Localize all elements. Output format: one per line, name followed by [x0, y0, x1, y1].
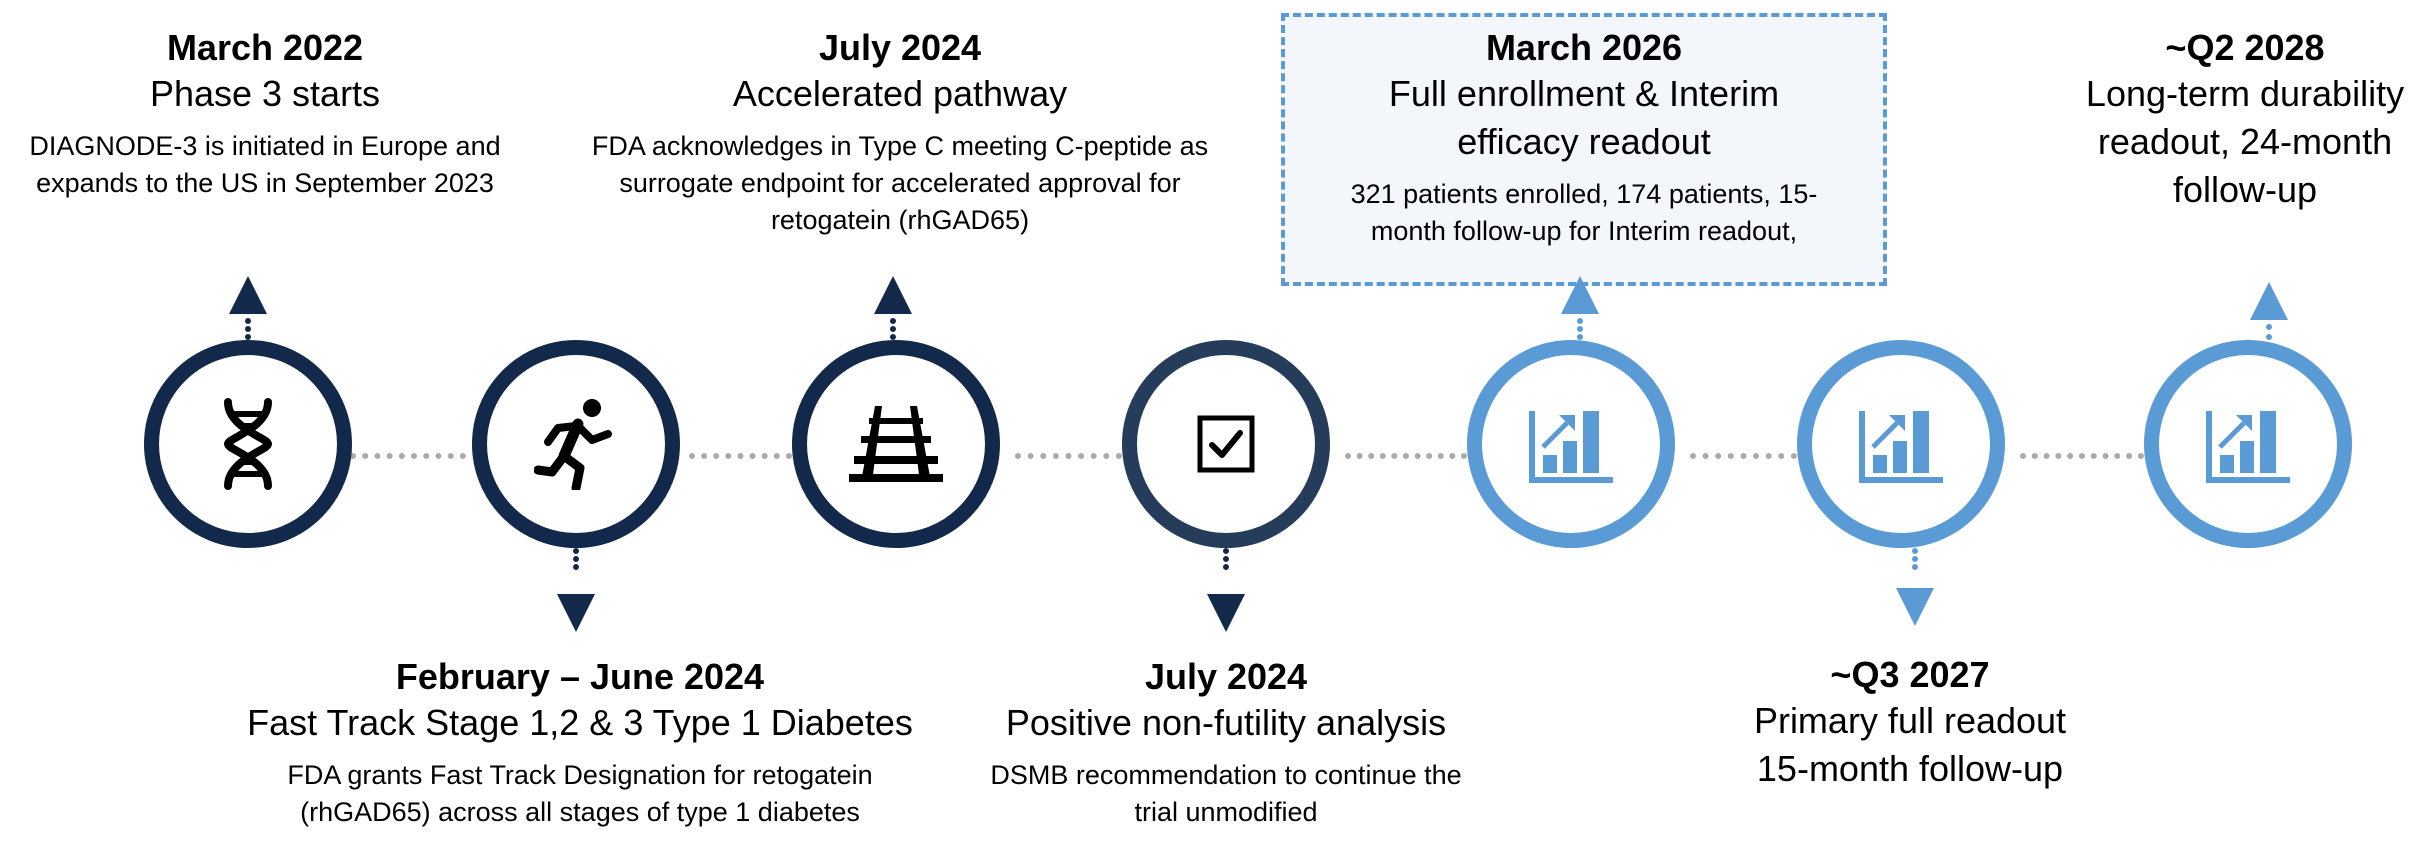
milestone-label-fast-track: February – June 2024 Fast Track Stage 1,… [220, 655, 940, 831]
milestone-node-primary-readout [1797, 340, 2005, 548]
milestone-title: Long-term durability readout, 24-month f… [2085, 73, 2405, 210]
timeline-stem [1577, 318, 1583, 340]
milestone-date: March 2022 [166, 27, 364, 68]
milestone-label-durability: ~Q2 2028 Long-term durability readout, 2… [2063, 26, 2427, 214]
timeline-stem [1223, 548, 1229, 570]
timeline-connector [1345, 453, 1467, 459]
milestone-label-interim: March 2026 Full enrollment & Interim eff… [1285, 26, 1883, 250]
timeline-stem [890, 318, 896, 340]
milestone-title: Fast Track Stage 1,2 & 3 Type 1 Diabetes [247, 702, 913, 743]
milestone-title: Full enrollment & Interim efficacy reado… [1388, 73, 1780, 162]
arrow-up-icon [1561, 276, 1599, 314]
milestone-description: DSMB recommendation to continue the tria… [990, 760, 1462, 827]
running-person-icon [534, 399, 612, 490]
milestone-label-phase3: March 2022 Phase 3 starts DIAGNODE-3 is … [0, 26, 530, 202]
milestone-description: FDA acknowledges in Type C meeting C-pep… [591, 131, 1209, 235]
growth-chart-icon [1529, 411, 1613, 483]
growth-chart-icon [1859, 411, 1943, 483]
milestone-date: July 2024 [1144, 656, 1308, 697]
milestone-description: DIAGNODE-3 is initiated in Europe and ex… [29, 131, 501, 198]
milestone-node-fast-track [472, 340, 680, 548]
milestone-node-phase3 [144, 340, 352, 548]
arrow-up-icon [229, 276, 267, 314]
milestone-label-non-futility: July 2024 Positive non-futility analysis… [976, 655, 1476, 831]
milestone-description: FDA grants Fast Track Designation for re… [287, 760, 873, 827]
milestone-node-accelerated [792, 340, 1000, 548]
timeline-connector [689, 453, 792, 459]
dna-icon [223, 398, 273, 490]
interim-readout-highlight-box [1281, 13, 1887, 286]
timeline-connector [1690, 453, 1797, 459]
milestone-title: Phase 3 starts [149, 73, 381, 114]
railway-track-icon [849, 406, 943, 482]
timeline-stem [2266, 324, 2272, 340]
arrow-up-icon [874, 276, 912, 314]
timeline-stem [245, 318, 251, 340]
timeline-stem [1912, 548, 1918, 570]
milestone-date: July 2024 [818, 27, 982, 68]
milestone-label-accelerated: July 2024 Accelerated pathway FDA acknow… [580, 26, 1220, 239]
growth-chart-icon [2206, 411, 2290, 483]
milestone-title: Positive non-futility analysis [1005, 702, 1447, 743]
arrow-down-icon [1207, 594, 1245, 632]
timeline-connector [2020, 453, 2144, 459]
milestone-node-non-futility [1122, 340, 1330, 548]
milestone-title: Accelerated pathway [732, 73, 1068, 114]
timeline-connector [350, 453, 466, 459]
timeline-stem [573, 548, 579, 570]
milestone-node-interim [1467, 340, 1675, 548]
milestone-description: 321 patients enrolled, 174 patients, 15-… [1350, 179, 1818, 246]
milestone-date: March 2026 [1485, 27, 1683, 68]
milestone-node-durability [2144, 340, 2352, 548]
arrow-down-icon [1896, 588, 1934, 626]
milestone-date: ~Q3 2027 [1830, 654, 1990, 695]
milestone-title: Primary full readout 15-month follow-up [1753, 700, 2067, 789]
checkbox-icon [1197, 415, 1255, 473]
timeline-connector [1015, 453, 1122, 459]
arrow-up-icon [2250, 282, 2288, 320]
milestone-date: ~Q2 2028 [2165, 27, 2325, 68]
milestone-label-primary-readout: ~Q3 2027 Primary full readout 15-month f… [1700, 653, 2120, 793]
arrow-down-icon [557, 594, 595, 632]
milestone-date: February – June 2024 [395, 656, 765, 697]
